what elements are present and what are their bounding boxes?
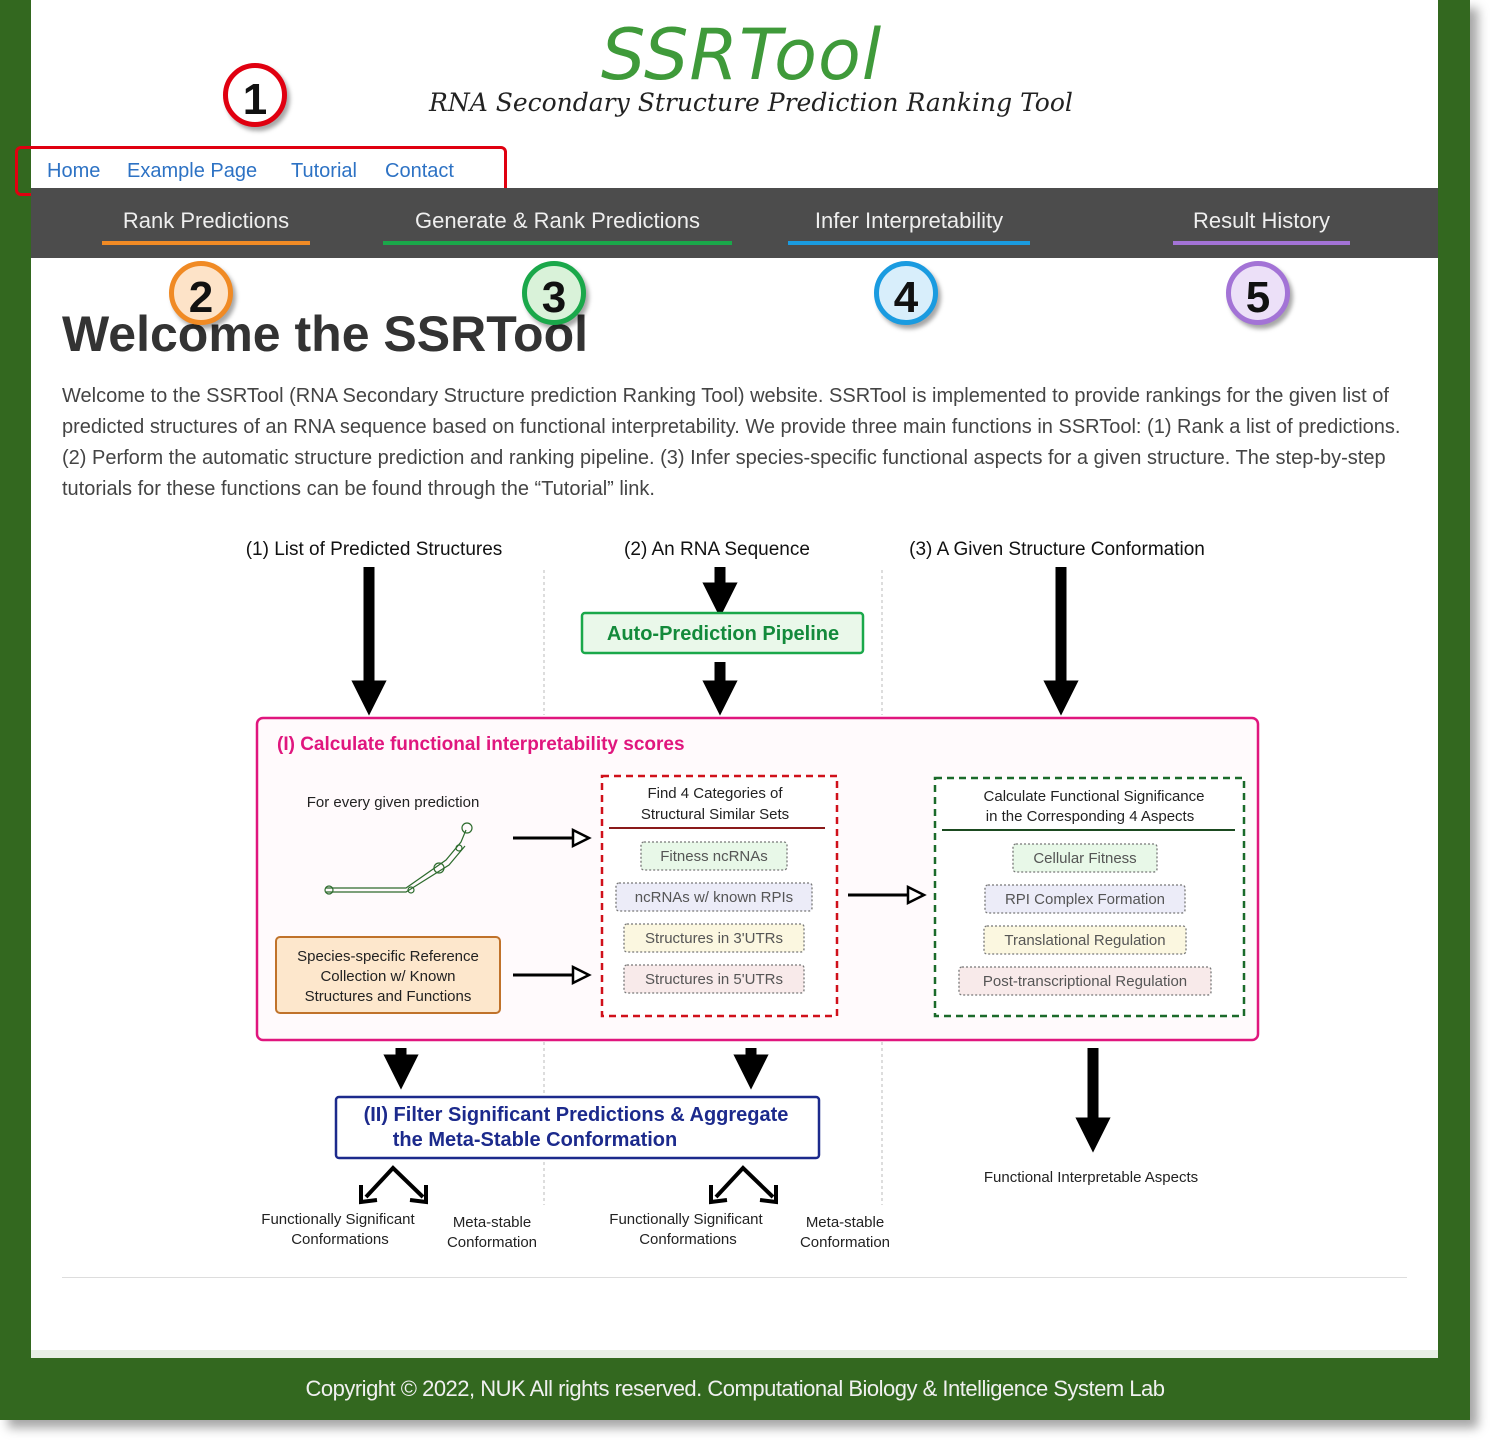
main-navbar <box>31 188 1438 258</box>
page: SSRTool RNA Secondary Structure Predicti… <box>15 0 1438 1358</box>
output-meta-line: Conformation <box>447 1234 537 1251</box>
find-title-line: Find 4 Categories of <box>647 785 783 802</box>
divider <box>62 1277 1407 1278</box>
category-box <box>623 923 805 953</box>
annotation-badge-3: 3 <box>522 261 586 325</box>
nav-result-history[interactable]: Result History <box>1193 208 1330 233</box>
nav-underline-infer <box>788 241 1030 245</box>
auto-prediction-label: Auto-Prediction Pipeline <box>607 623 839 645</box>
output-meta-line: Conformation <box>800 1234 890 1251</box>
nav-generate-rank-predictions[interactable]: Generate & Rank Predictions <box>415 208 700 233</box>
find-title-line: Structural Similar Sets <box>641 806 789 823</box>
input-label-3: (3) A Given Structure Conformation <box>909 539 1205 560</box>
annotation-badge-4: 4 <box>874 261 938 325</box>
link-example-page[interactable]: Example Page <box>127 160 258 182</box>
annotation-badge-2: 2 <box>169 261 233 325</box>
output-sig-line: Conformations <box>639 1231 737 1248</box>
nav-underline-generate <box>383 241 732 245</box>
rna-structure-drawing <box>324 822 473 895</box>
link-contact[interactable]: Contact <box>385 160 454 182</box>
pipeline-diagram: (1) List of Predicted Structures (2) An … <box>246 539 1260 1251</box>
aspect-box <box>983 925 1187 955</box>
calc-title-line: in the Corresponding 4 Aspects <box>986 808 1194 825</box>
annotation-badge-5: 5 <box>1226 261 1290 325</box>
reference-line: Collection w/ Known <box>320 968 455 985</box>
output-sig-line: Functionally Significant <box>609 1211 763 1228</box>
stage2-box <box>334 1095 821 1160</box>
input-label-1: (1) List of Predicted Structures <box>246 539 503 560</box>
nav-underline-rank <box>102 241 310 245</box>
calc-title-line: Calculate Functional Significance <box>984 788 1205 805</box>
every-prediction-label: For every given prediction <box>307 794 480 811</box>
nav-infer-interpretability[interactable]: Infer Interpretability <box>814 208 1004 233</box>
aspect-box <box>984 884 1186 914</box>
link-tutorial[interactable]: Tutorial <box>291 160 357 182</box>
aspect-label: Translational Regulation <box>1004 932 1165 949</box>
aspect-label: Post-transcriptional Regulation <box>983 973 1187 990</box>
aspect-box <box>1012 843 1158 873</box>
stage1-title: (I) Calculate functional interpretabilit… <box>277 734 685 755</box>
footer-strip <box>31 1350 1438 1358</box>
category-label: Structures in 3'UTRs <box>645 930 783 947</box>
annotation-badge-1: 1 <box>223 63 287 127</box>
site-logo-title: SSRTool <box>601 14 883 96</box>
category-label: Structures in 5'UTRs <box>645 971 783 988</box>
split-arrows <box>359 1165 778 1205</box>
intro-paragraph: Welcome to the SSRTool (RNA Secondary St… <box>62 385 1401 500</box>
output-sig-line: Functionally Significant <box>261 1211 415 1228</box>
footer-copyright: Copyright © 2022, NUK All rights reserve… <box>305 1376 1166 1401</box>
stage2-title-line: the Meta-Stable Conformation <box>393 1129 677 1151</box>
output-functional-aspects: Functional Interpretable Aspects <box>984 1169 1198 1186</box>
output-meta-line: Meta-stable <box>453 1214 531 1231</box>
page-title: Welcome the SSRTool <box>62 306 589 362</box>
category-label: Fitness ncRNAs <box>660 848 768 865</box>
site-logo-subtitle: RNA Secondary Structure Prediction Ranki… <box>429 88 1073 117</box>
reference-collection-box <box>275 936 501 1014</box>
aspect-box <box>958 966 1212 996</box>
link-home[interactable]: Home <box>47 160 101 182</box>
aspect-label: RPI Complex Formation <box>1005 891 1165 908</box>
reference-line: Structures and Functions <box>305 988 472 1005</box>
output-sig-line: Conformations <box>291 1231 389 1248</box>
category-box <box>640 841 788 871</box>
category-box <box>623 964 805 994</box>
nav-underline-history <box>1173 241 1350 245</box>
reference-line: Species-specific Reference <box>297 948 479 965</box>
stage2-title-line: (II) Filter Significant Predictions & Ag… <box>364 1104 789 1126</box>
category-box <box>615 882 813 912</box>
category-label: ncRNAs w/ known RPIs <box>635 889 793 906</box>
input-label-2: (2) An RNA Sequence <box>624 539 810 560</box>
auto-prediction-box <box>580 611 865 655</box>
nav-rank-predictions[interactable]: Rank Predictions <box>122 208 290 233</box>
output-meta-line: Meta-stable <box>806 1214 884 1231</box>
aspect-label: Cellular Fitness <box>1033 850 1136 867</box>
